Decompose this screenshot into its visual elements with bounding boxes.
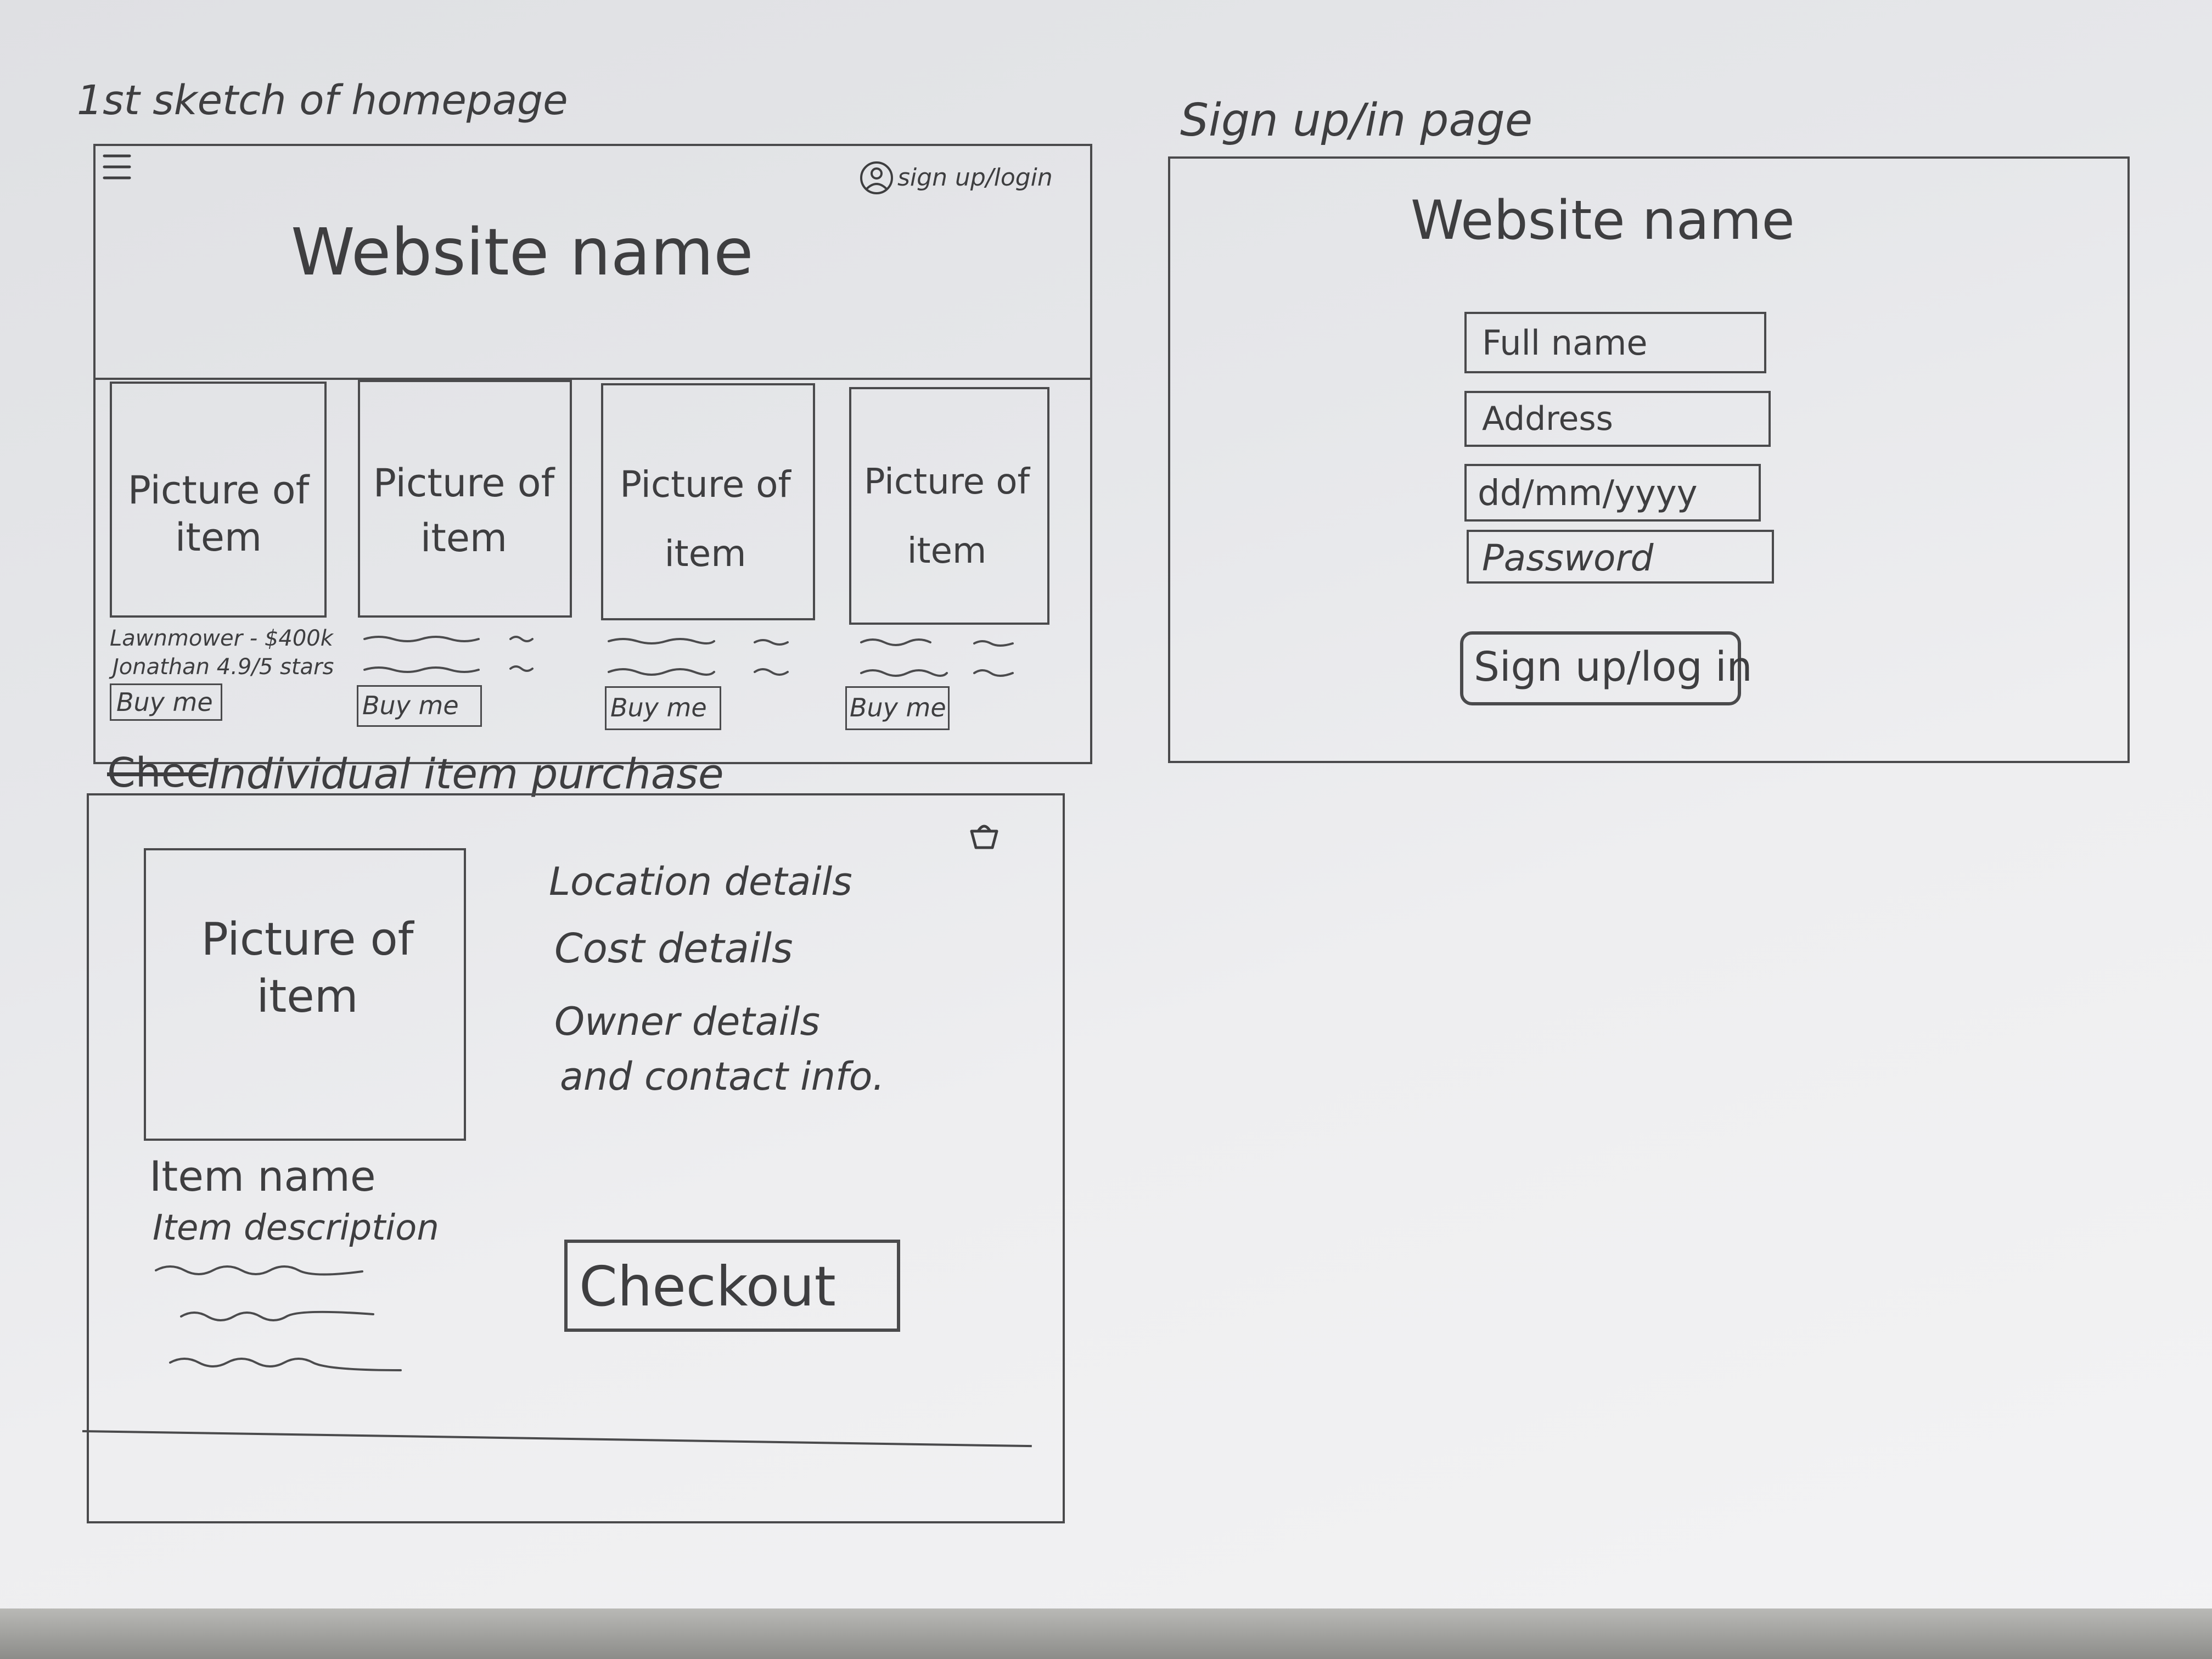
owner-details: Owner details	[554, 999, 821, 1044]
homepage-frame	[93, 144, 1092, 764]
item-caption-scribble-3	[608, 638, 789, 676]
item-picture-label-1: Picture of item	[127, 468, 310, 560]
item-picture-label-4: Picture of item	[863, 462, 1030, 571]
homepage-website-name: Website name	[291, 214, 754, 290]
password-field[interactable]	[1467, 530, 1774, 584]
item-picture-1[interactable]	[110, 382, 327, 618]
item-description: Item description	[153, 1208, 439, 1248]
owner-contact-info: and contact info.	[560, 1054, 885, 1099]
password-placeholder: Password	[1482, 537, 1654, 579]
item-picture-4[interactable]	[849, 387, 1049, 625]
buy-button-label-2: Buy me	[362, 691, 459, 720]
table-surface	[0, 1608, 2212, 1659]
full-name-placeholder: Full name	[1482, 323, 1648, 363]
signup-login-button[interactable]	[1460, 631, 1741, 705]
item-caption-scribble-2	[363, 636, 534, 673]
address-field[interactable]	[1464, 391, 1771, 447]
signup-login-button-label: Sign up/log in	[1474, 643, 1753, 691]
item-caption-scribble-4	[860, 638, 1014, 677]
buy-button-label-4: Buy me	[850, 693, 946, 722]
signup-login-link[interactable]: sign up/login	[859, 158, 1079, 197]
item-picture-3[interactable]	[601, 383, 815, 620]
item-caption-1a: Lawnmower - $400k	[110, 626, 333, 651]
buy-button-4[interactable]	[845, 686, 950, 730]
hamburger-menu-icon[interactable]	[102, 153, 133, 181]
item-description-scribble	[155, 1265, 402, 1371]
buy-button-1[interactable]	[110, 683, 222, 721]
item-caption-1b: Jonathan 4.9/5 stars	[113, 654, 334, 680]
signin-sketch-title: Sign up/in page	[1180, 94, 1533, 147]
user-profile-icon	[859, 160, 894, 198]
buy-button-2[interactable]	[357, 685, 482, 727]
signup-login-label: sign up/login	[897, 164, 1053, 192]
cost-details: Cost details	[554, 925, 793, 972]
purchase-item-picture[interactable]	[144, 848, 466, 1141]
date-of-birth-field[interactable]	[1464, 464, 1761, 522]
address-placeholder: Address	[1482, 400, 1613, 438]
purchase-sketch-title: Individual item purchase	[207, 749, 724, 798]
checkout-button[interactable]	[564, 1240, 900, 1332]
item-picture-label-2: Picture of item	[373, 461, 555, 561]
item-picture-2[interactable]	[358, 380, 572, 618]
buy-button-3[interactable]	[605, 686, 721, 730]
purchase-frame	[87, 793, 1065, 1523]
date-of-birth-placeholder: dd/mm/yyyy	[1478, 473, 1698, 514]
purchase-picture-label: Picture of item	[201, 913, 414, 1023]
purchase-sketch-crossed-word: Chec	[107, 749, 209, 797]
signin-website-name: Website name	[1411, 189, 1795, 252]
signin-frame	[1168, 156, 2130, 763]
buy-button-label-1: Buy me	[116, 687, 213, 717]
item-picture-label-3: Picture of item	[620, 463, 791, 575]
buy-button-label-3: Buy me	[610, 693, 707, 722]
shopping-basket-icon[interactable]	[967, 819, 1001, 855]
homepage-sketch-title: 1st sketch of homepage	[77, 77, 568, 124]
item-name: Item name	[149, 1152, 376, 1201]
full-name-field[interactable]	[1464, 312, 1766, 373]
location-details: Location details	[549, 859, 852, 904]
product-row-divider	[93, 378, 1092, 380]
checkout-button-label: Checkout	[579, 1254, 836, 1319]
